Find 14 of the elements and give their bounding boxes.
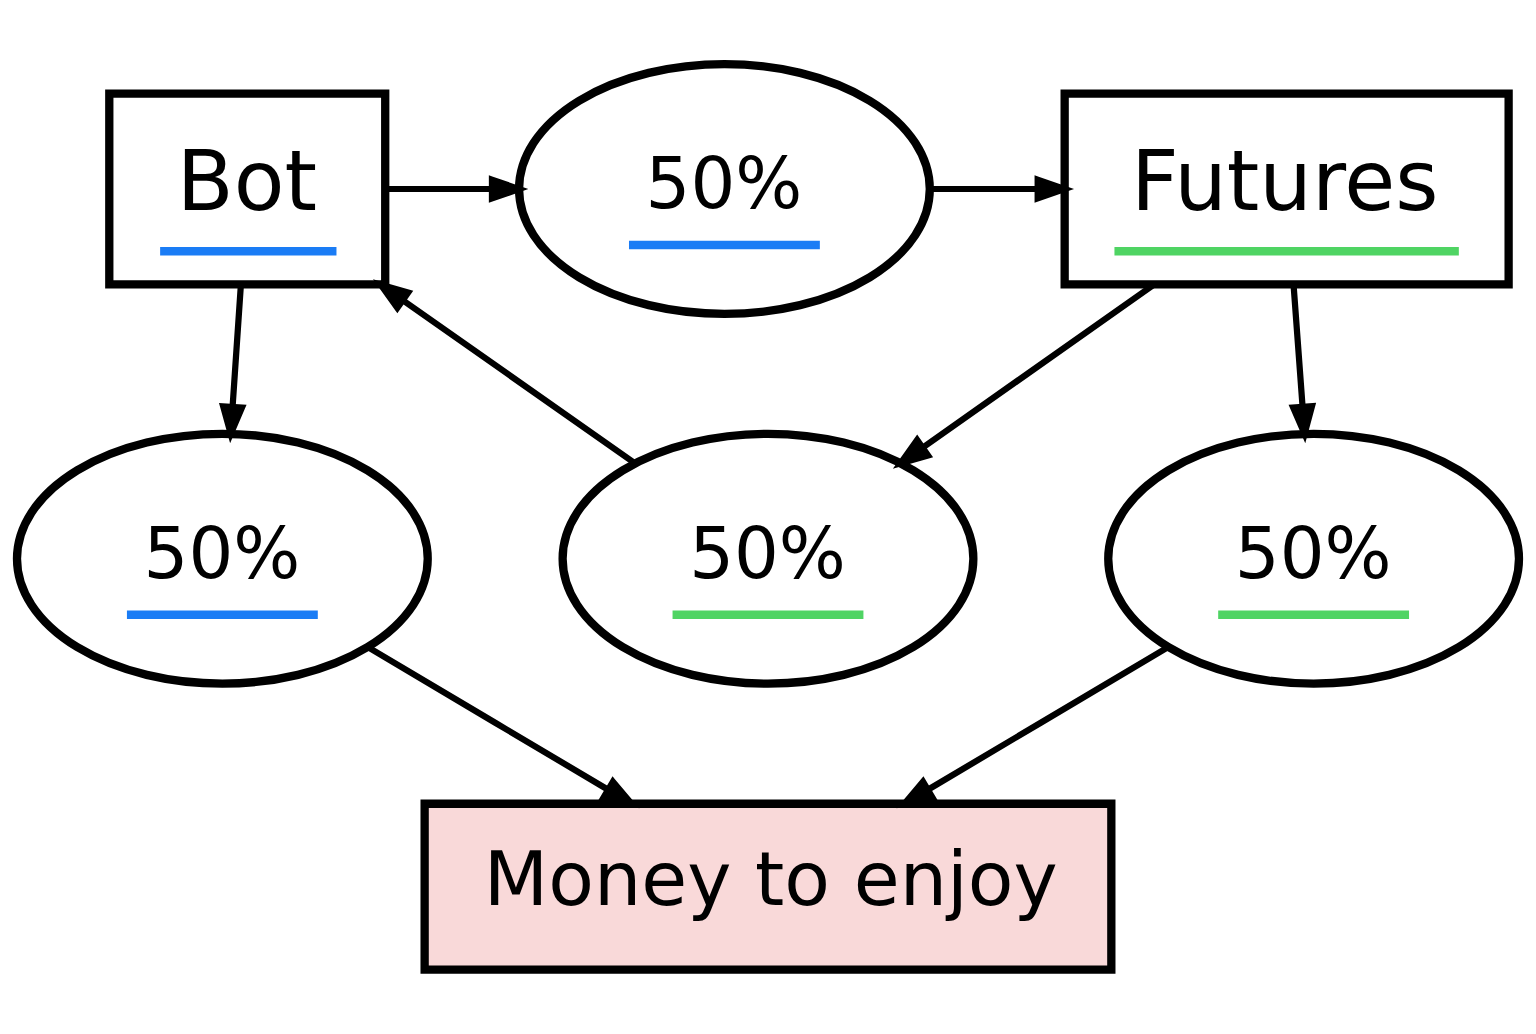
node-ellipse: 50% (558, 429, 978, 688)
arrow (373, 279, 637, 466)
arrow (930, 175, 1075, 203)
arrow (219, 285, 247, 444)
arrow (386, 175, 529, 203)
node-box: Bot (105, 89, 390, 289)
node-ellipse: 50% (12, 429, 432, 688)
node-ellipse: 50% (514, 59, 934, 319)
arrow (896, 644, 1170, 809)
node-box: Money to enjoy (420, 799, 1116, 974)
node-ellipse: 50% (1104, 429, 1524, 688)
node-box: Futures (1060, 89, 1513, 289)
arrow (366, 644, 640, 809)
arrow (1288, 285, 1317, 444)
